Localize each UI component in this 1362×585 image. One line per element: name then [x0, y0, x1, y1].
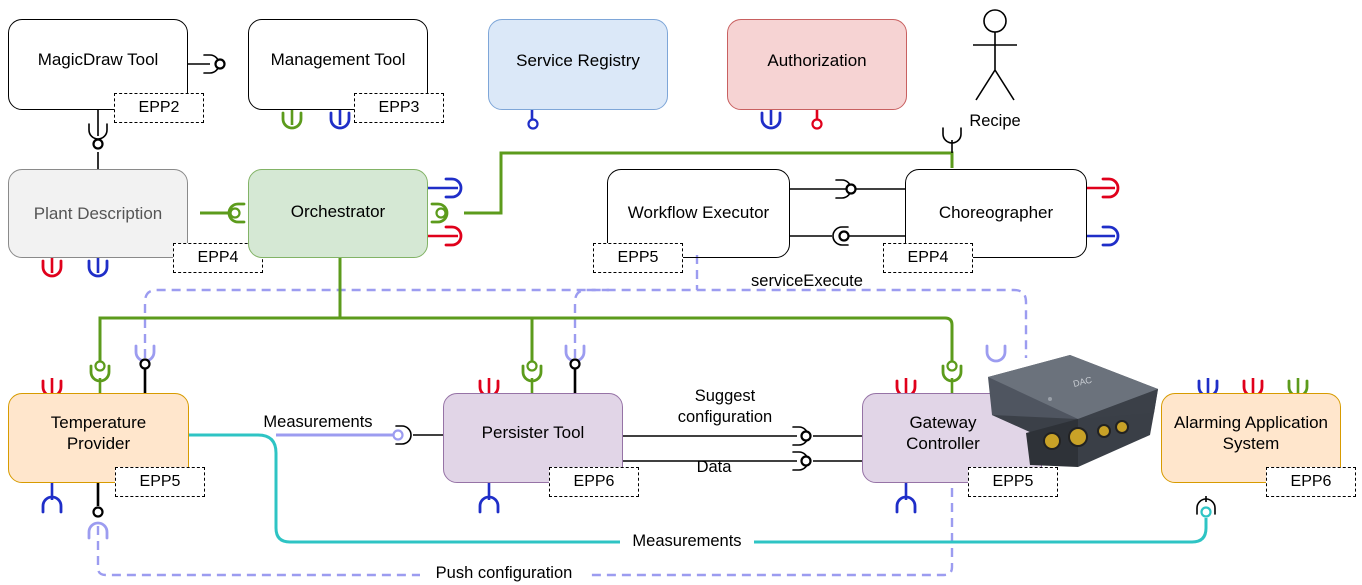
provided-interface-icon — [139, 358, 151, 370]
gateway-device-brand: DAC — [1072, 375, 1093, 389]
provided-interface-icon — [392, 429, 404, 441]
authorization-box[interactable]: Authorization — [727, 19, 907, 110]
provided-interface-icon — [527, 118, 539, 130]
provided-interface-icon — [214, 58, 226, 70]
provided-interface-icon — [526, 360, 538, 372]
gateway-controller-label-line1: Gateway — [909, 412, 977, 432]
provided-interface-icon — [800, 455, 812, 467]
provided-interface-icon — [946, 360, 958, 372]
service-registry-box[interactable]: Service Registry — [488, 19, 668, 110]
suggest-configuration-line2: configuration — [677, 408, 773, 427]
measurements-label-top: Measurements — [248, 413, 388, 432]
orchestrator-label: Orchestrator — [290, 201, 386, 221]
epp-tag-temperature: EPP5 — [115, 467, 205, 497]
suggest-configuration-line1: Suggest — [694, 387, 756, 405]
provided-interface-icon — [838, 230, 850, 242]
management-tool-label: Management Tool — [270, 49, 406, 69]
dashed-push-config-line — [96, 488, 954, 577]
service-execute-label: serviceExecute — [751, 272, 863, 290]
magicdraw-tool-label: MagicDraw Tool — [37, 49, 159, 69]
gateway-device-image: DAC — [988, 355, 1158, 467]
epp-tag-workflow: EPP5 — [593, 243, 683, 273]
push-configuration-label: Push configuration — [420, 564, 588, 583]
magicdraw-tool-box[interactable]: MagicDraw Tool — [8, 19, 188, 110]
service-registry-label: Service Registry — [516, 50, 640, 70]
provided-interface-icon — [1200, 506, 1212, 518]
workflow-executor-box[interactable]: Workflow Executor — [607, 169, 790, 258]
alarming-application-label-line2: System — [1222, 434, 1280, 453]
temperature-provider-label-line2: Provider — [66, 434, 131, 453]
provided-interface-icon — [845, 183, 857, 195]
data-label: Data — [696, 458, 732, 476]
alarming-application-label-line1: Alarming Application — [1173, 412, 1329, 432]
persister-tool-label: Persister Tool — [481, 423, 585, 443]
provided-interface-icon — [94, 360, 106, 372]
temperature-provider-box[interactable]: Temperature Provider — [8, 393, 189, 483]
provided-interface-icon — [800, 430, 812, 442]
orchestration-line — [98, 258, 342, 362]
temperature-provider-label-line1: Temperature — [50, 412, 147, 432]
orchestration-line — [464, 151, 954, 215]
plant-description-box[interactable]: Plant Description — [8, 169, 188, 258]
epp-tag-gateway: EPP5 — [968, 467, 1058, 497]
actor-icon — [973, 9, 1017, 101]
choreographer-label: Choreographer — [938, 202, 1054, 222]
epp-tag-alarming: EPP6 — [1266, 467, 1356, 497]
epp-tag-management: EPP3 — [354, 93, 444, 123]
dashed-config-line — [143, 288, 1028, 358]
gateway-controller-label-line2: Controller — [906, 434, 980, 453]
orchestrator-box[interactable]: Orchestrator — [248, 169, 428, 258]
dashed-config-line — [573, 288, 609, 358]
provided-interface-icon — [569, 358, 581, 370]
provided-interface-icon — [435, 207, 447, 219]
provided-interface-icon — [92, 506, 104, 518]
management-tool-box[interactable]: Management Tool — [248, 19, 428, 110]
authorization-label: Authorization — [767, 50, 867, 70]
recipe-label: Recipe — [969, 112, 1021, 130]
suggest-configuration-label: Suggest configuration — [660, 386, 790, 429]
measurements-line — [189, 433, 1208, 544]
workflow-executor-label: Workflow Executor — [627, 202, 770, 222]
measurements-label-bottom: Measurements — [620, 532, 754, 551]
orchestration-line — [340, 316, 954, 362]
provided-interface-icon — [92, 138, 104, 150]
epp-tag-persister: EPP6 — [549, 467, 639, 497]
provided-interface-icon — [811, 118, 823, 130]
choreographer-box[interactable]: Choreographer — [905, 169, 1087, 258]
plant-description-label: Plant Description — [33, 203, 163, 223]
epp-tag-magicdraw: EPP2 — [114, 93, 204, 123]
provided-interface-icon — [229, 207, 241, 219]
epp-tag-choreographer: EPP4 — [883, 243, 973, 273]
